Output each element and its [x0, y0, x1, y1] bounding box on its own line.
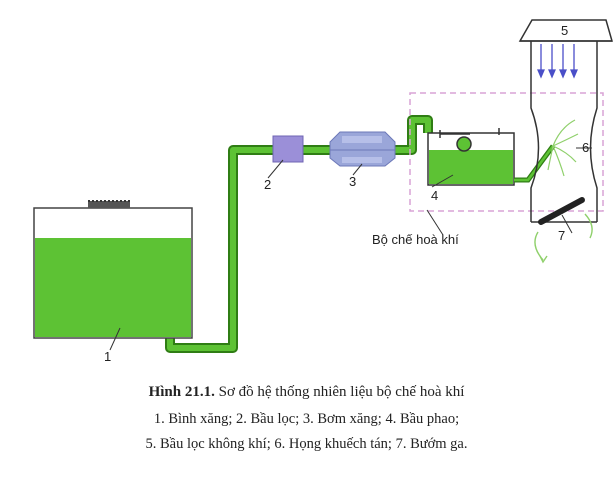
float: [456, 136, 472, 152]
air-flow-arrows: [537, 44, 578, 79]
fuel-filter: [272, 135, 304, 163]
fuel-tank: [33, 200, 193, 339]
figure-number: Hình 21.1.: [148, 384, 215, 400]
figure-caption-legend-1: 1. Bình xăng; 2. Bầu lọc; 3. Bơm xăng; 4…: [153, 411, 460, 427]
fuel-spray: [547, 119, 579, 177]
fuel-pipe: [165, 115, 433, 353]
figure-caption-legend-2: 5. Bầu lọc không khí; 6. Họng khuếch tán…: [145, 436, 468, 452]
label-4: 4: [431, 188, 438, 203]
jet-tube: [514, 144, 556, 183]
label-2: 2: [264, 177, 271, 192]
float-chamber: [427, 128, 515, 186]
label-3: 3: [349, 174, 356, 189]
throttle-valve: [534, 197, 593, 264]
tank-cap: [88, 201, 130, 208]
label-1: 1: [104, 349, 111, 364]
leader-lines: [109, 147, 592, 351]
carburetor-label: Bộ chế hoà khí: [372, 232, 459, 247]
label-5: 5: [561, 23, 568, 38]
carburetor-boundary: [409, 92, 604, 212]
figure-caption-title: Hình 21.1. Sơ đồ hệ thống nhiên liệu bộ …: [0, 384, 613, 401]
label-7: 7: [558, 228, 565, 243]
figure-title: Sơ đồ hệ thống nhiên liệu bộ chế hoà khí: [218, 384, 465, 400]
fuel-pump: [329, 131, 396, 167]
label-6: 6: [582, 140, 589, 155]
